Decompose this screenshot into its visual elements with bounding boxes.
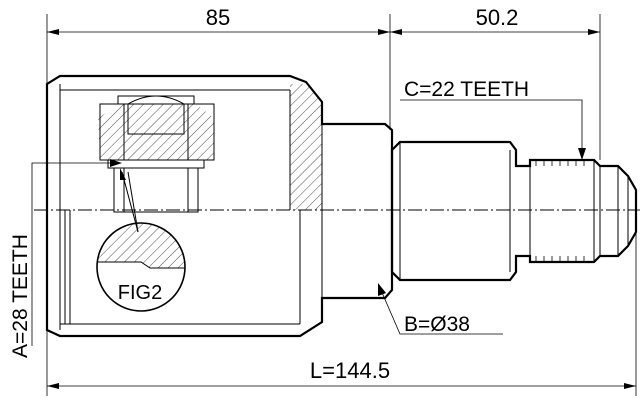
callout-spline-a-label: A=28 TEETH — [9, 234, 32, 358]
dimension-overall-length-label: L=144.5 — [310, 358, 390, 383]
detail-circle-fig2: FIG2 — [96, 168, 186, 312]
callout-spline-c-label: C=22 TEETH — [404, 78, 529, 101]
tripod-roller — [99, 95, 215, 213]
callout-diameter-b: B=Ø38 — [378, 283, 503, 336]
outer-housing — [45, 74, 394, 338]
callout-spline-a: A=28 TEETH — [9, 159, 122, 358]
dimension-overall-length: L=144.5 — [46, 232, 637, 396]
dimension-50-2: 50.2 — [390, 5, 601, 160]
detail-label: FIG2 — [118, 282, 162, 304]
spline-teeth — [535, 160, 585, 262]
dimension-50-2-label: 50.2 — [476, 5, 519, 30]
dimension-85-label: 85 — [206, 5, 230, 30]
callout-spline-c: C=22 TEETH — [400, 78, 586, 160]
dimension-85: 85 — [46, 5, 391, 130]
stem-shaft — [390, 140, 638, 282]
callout-diameter-b-label: B=Ø38 — [404, 313, 470, 336]
